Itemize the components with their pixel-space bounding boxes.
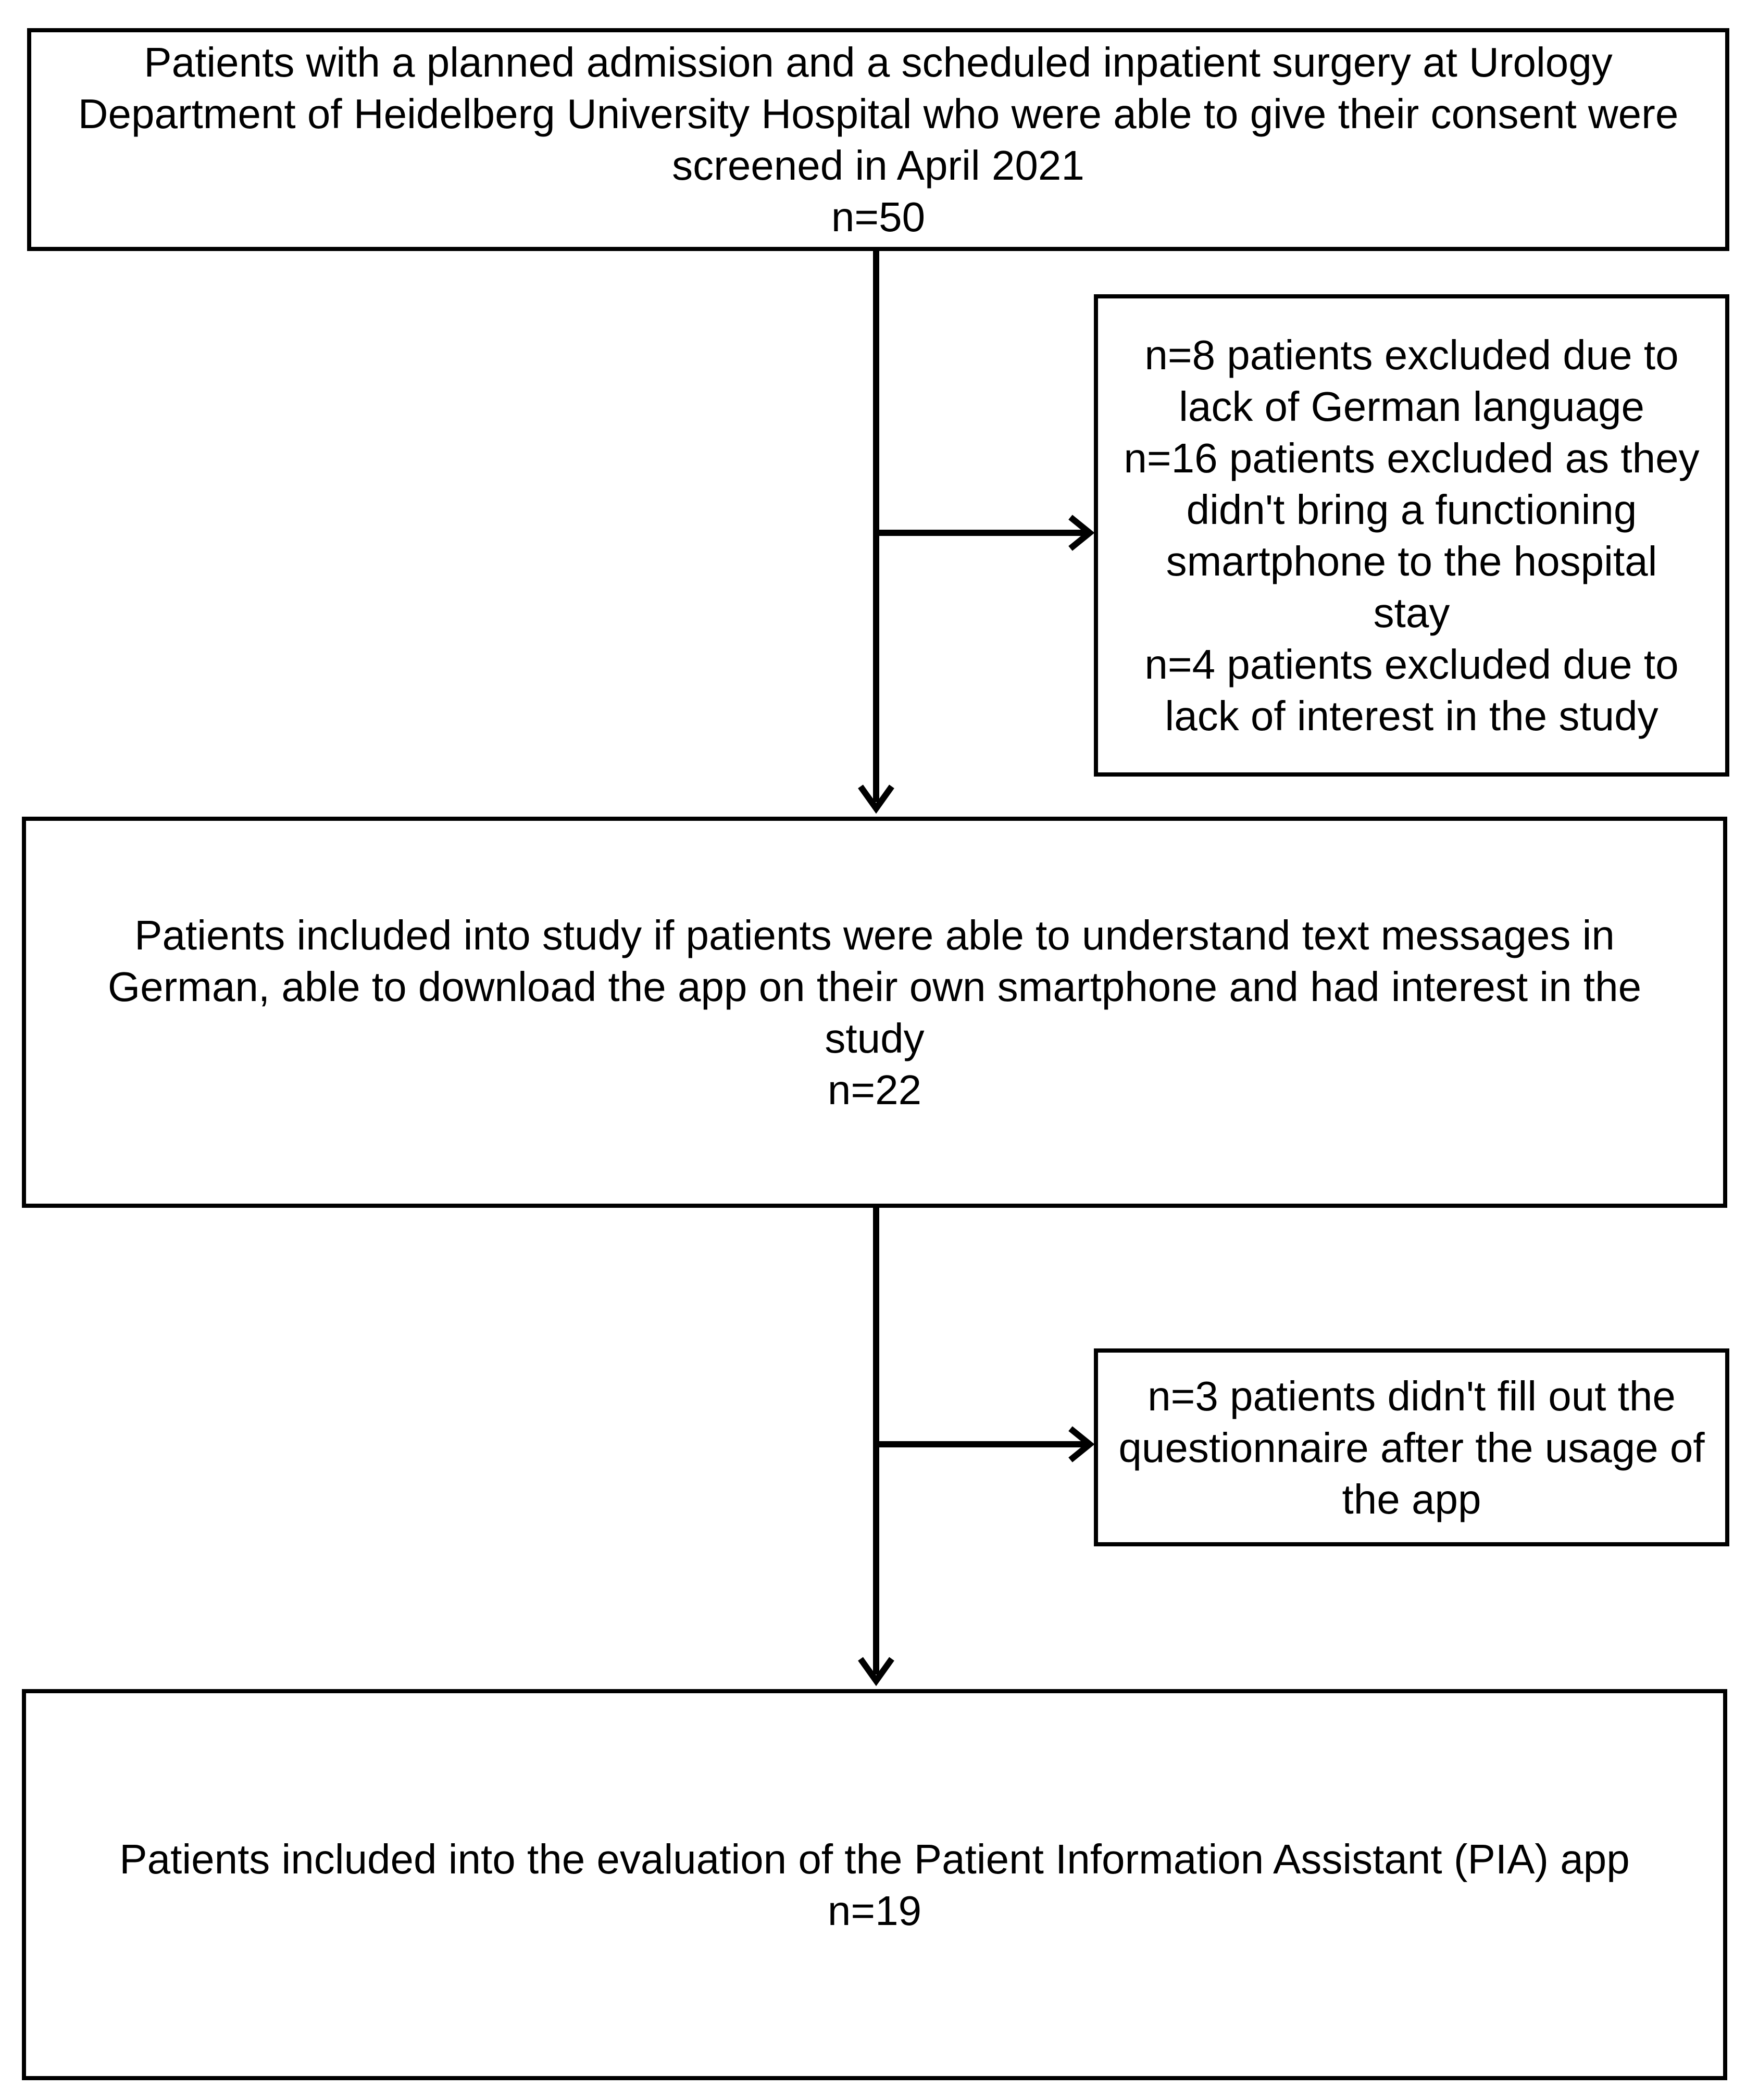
box-text-line: lack of German language <box>1179 383 1644 430</box>
patient-count: n=19 <box>827 1887 922 1934</box>
box-text-line: n=4 patients excluded due to <box>1144 641 1679 688</box>
patient-count: n=50 <box>831 194 926 240</box>
box-text-line: questionnaire after the usage of <box>1118 1424 1705 1471</box>
included-patients-box: Patients included into study if patients… <box>22 817 1727 1208</box>
arrowhead-to-excluded-1 <box>1068 515 1095 551</box>
arrowhead-to-evaluated <box>858 1657 894 1686</box>
box-text-line: didn't bring a functioning <box>1186 486 1637 533</box>
box-text-line: study <box>825 1015 925 1061</box>
box-text-line: the app <box>1342 1476 1481 1522</box>
patient-count: n=22 <box>827 1066 922 1113</box>
box-text-line: Patients with a planned admission and a … <box>144 39 1613 85</box>
box-text-line: Patients included into the evaluation of… <box>119 1835 1630 1882</box>
screened-patients-box: Patients with a planned admission and a … <box>27 28 1729 251</box>
box-text-line: n=3 patients didn't fill out the <box>1148 1372 1676 1419</box>
box-text-line: stay <box>1373 590 1450 636</box>
box-text-line: screened in April 2021 <box>672 142 1084 189</box>
box-text-line: lack of interest in the study <box>1165 693 1658 739</box>
box-text-line: Department of Heidelberg University Hosp… <box>78 91 1679 137</box>
exclusion-box-enrollment: n=8 patients excluded due to lack of Ger… <box>1094 294 1729 777</box>
box-text-line: German, able to download the app on thei… <box>107 963 1642 1010</box>
arrowhead-to-excluded-2 <box>1068 1426 1095 1462</box>
box-text-line: Patients included into study if patients… <box>134 911 1615 958</box>
box-text-line: n=8 patients excluded due to <box>1144 332 1679 378</box>
exclusion-box-questionnaire: n=3 patients didn't fill out the questio… <box>1094 1348 1729 1546</box>
box-text-line: n=16 patients excluded as they <box>1124 435 1700 481</box>
evaluated-patients-box: Patients included into the evaluation of… <box>22 1689 1727 2080</box>
arrowhead-to-included <box>858 784 894 814</box>
box-text-line: smartphone to the hospital <box>1166 538 1657 584</box>
